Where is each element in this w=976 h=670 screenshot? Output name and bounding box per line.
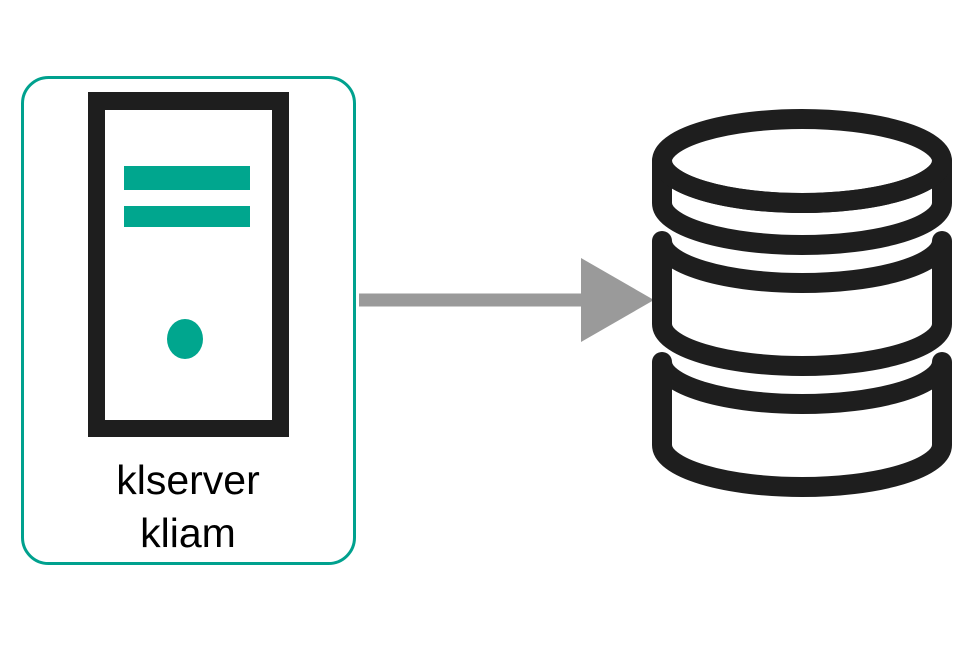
arrow-head-icon xyxy=(581,258,654,342)
server-indicator-bar-2 xyxy=(124,206,250,227)
server-chassis-face xyxy=(105,110,272,420)
server-node[interactable]: klserver kliam xyxy=(21,76,356,565)
server-node-label-line1: klserver xyxy=(116,457,260,503)
database-disk-bottom xyxy=(652,352,952,497)
server-node-label-line2: kliam xyxy=(140,510,236,556)
server-to-database-arrow[interactable] xyxy=(359,258,654,342)
database-node[interactable] xyxy=(652,109,952,497)
database-disk-middle xyxy=(652,231,952,376)
server-power-led-icon xyxy=(167,319,203,359)
server-tower-icon xyxy=(88,92,289,437)
database-top-rim xyxy=(652,109,952,213)
database-cylinder-icon xyxy=(652,109,952,497)
arrow-shaft xyxy=(359,293,583,307)
server-indicator-bar-1 xyxy=(124,166,250,190)
